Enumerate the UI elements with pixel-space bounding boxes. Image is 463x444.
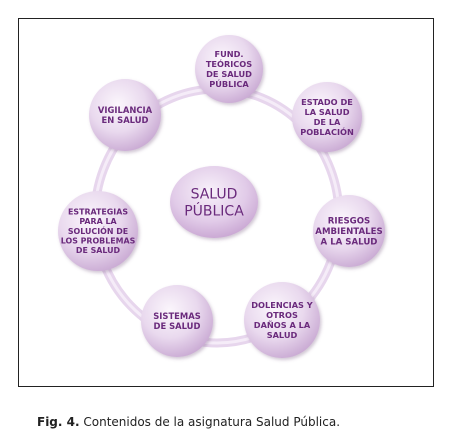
node-estado-line: DE LA [314, 117, 341, 127]
node-estado [292, 82, 362, 152]
node-fund-line: DE SALUD [206, 69, 252, 79]
node-estrategias-line: ESTRATEGIAS [68, 208, 128, 217]
node-estado-line: POBLACIÓN [300, 126, 354, 137]
node-estrategias-line: PARA LA [79, 217, 117, 226]
node-riesgos-line: RIESGOS [328, 217, 370, 227]
node-sistemas [141, 285, 213, 357]
node-riesgos-line: AMBIENTALES [315, 227, 382, 237]
center-line: SALUD [191, 187, 238, 203]
node-dolencias-line: DOLENCIAS Y [251, 300, 314, 310]
caption-label: Fig. 4. [37, 415, 80, 429]
node-dolencias-line: DAÑOS A LA [254, 320, 311, 330]
node-estado-line: ESTADO DE [301, 97, 353, 107]
node-estado-line: LA SALUD [304, 107, 349, 117]
node-estrategias-line: LOS PROBLEMAS [61, 236, 136, 245]
node-sistemas-line: DE SALUD [154, 321, 201, 331]
node-vigilancia-line: EN SALUD [102, 115, 149, 125]
figure-caption: Fig. 4. Contenidos de la asignatura Salu… [37, 415, 340, 429]
node-fund-line: FUND. [214, 49, 243, 59]
node-riesgos-line: A LA SALUD [321, 238, 378, 248]
node-fund-line: TEÓRICOS [206, 58, 252, 69]
center-line: PÚBLICA [184, 202, 244, 220]
node-riesgos [313, 195, 385, 267]
node-dolencias-line: SALUD [267, 330, 298, 340]
caption-text: Contenidos de la asignatura Salud Públic… [79, 415, 341, 429]
node-vigilancia [89, 79, 161, 151]
node-vigilancia-line: VIGILANCIA [98, 105, 153, 115]
node-dolencias-line: OTROS [266, 310, 298, 320]
node-sistemas-line: SISTEMAS [153, 311, 200, 321]
node-dolencias [244, 282, 320, 358]
center-node [170, 166, 258, 238]
node-fund [195, 35, 263, 103]
node-estrategias-line: DE SALUD [76, 246, 121, 255]
node-fund-line: PÚBLICA [209, 78, 249, 89]
node-estrategias [58, 191, 138, 271]
node-estrategias-line: SOLUCIÓN DE [68, 225, 128, 236]
